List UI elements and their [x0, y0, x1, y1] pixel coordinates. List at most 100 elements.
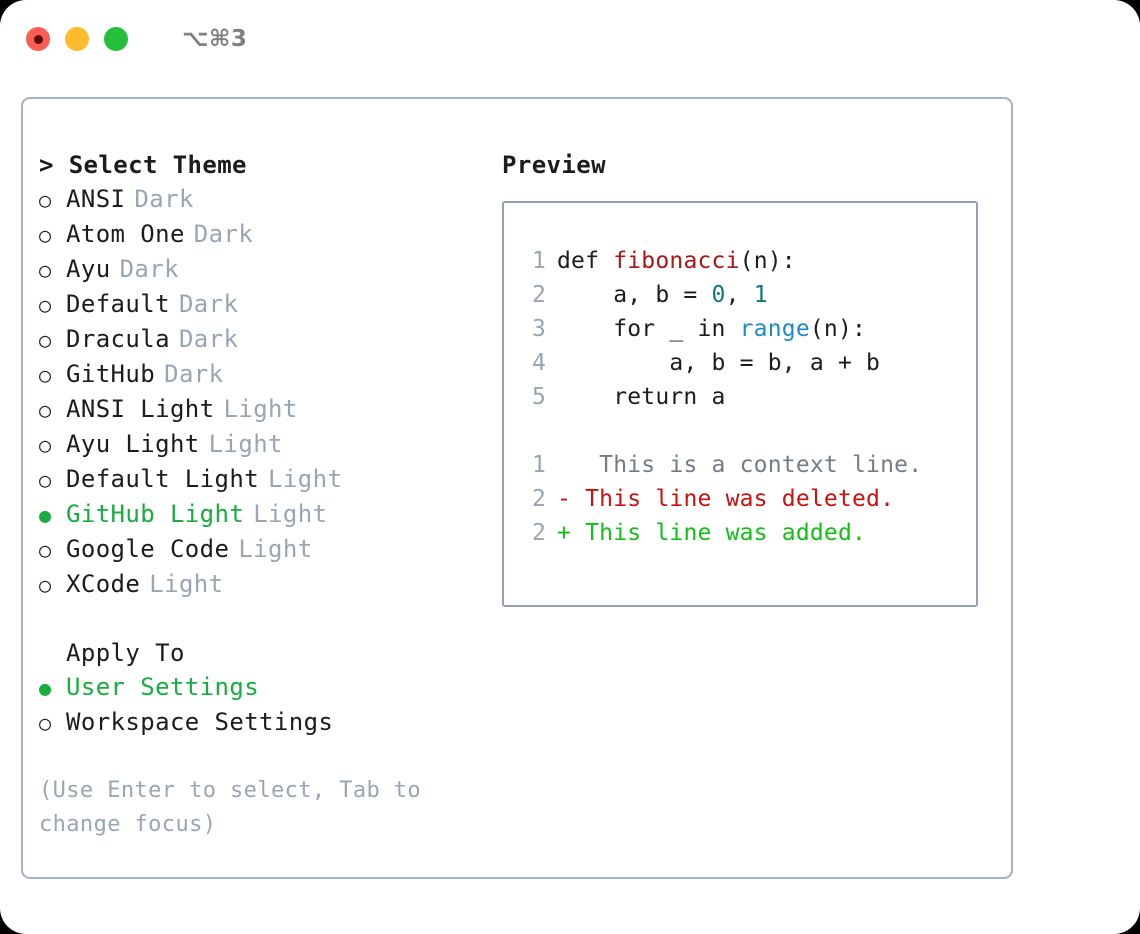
code-token: (n): [739, 248, 796, 274]
theme-option-label: Ayu [66, 255, 111, 283]
diff-marker: - [557, 486, 572, 512]
diff-sample: 1 This is a context line.2- This line wa… [520, 448, 976, 550]
diff-text: This is a context line. [571, 452, 923, 478]
radio-unselected-icon: ○ [39, 538, 52, 562]
diff-line-add: 2 + This line was added. [520, 516, 976, 550]
code-diff-spacer [520, 414, 976, 448]
theme-option-label: XCode [66, 570, 141, 598]
theme-option-xcode[interactable]: ○ XCode Light [39, 567, 499, 602]
line-number: 4 [531, 350, 546, 376]
line-number: 2 [531, 486, 546, 512]
diff-line-ctx: 1 This is a context line. [520, 448, 976, 482]
radio-unselected-icon: ○ [39, 328, 52, 352]
diff-marker [557, 448, 571, 482]
theme-option-atom-one[interactable]: ○ Atom One Dark [39, 217, 499, 252]
minimize-window-icon[interactable] [65, 27, 89, 51]
theme-option-variant-badge: Light [238, 535, 313, 563]
theme-option-label: ANSI Light [66, 395, 215, 423]
line-number: 2 [531, 520, 546, 546]
radio-unselected-icon: ○ [39, 398, 52, 422]
theme-option-ayu-light[interactable]: ○ Ayu Light Light [39, 427, 499, 462]
radio-unselected-icon: ○ [39, 468, 52, 492]
close-window-icon[interactable] [26, 27, 50, 51]
keyboard-shortcut-label: ⌥⌘3 [182, 26, 248, 52]
apply-to-option-user-settings[interactable]: ●User Settings [39, 670, 499, 705]
theme-option-label: Dracula [66, 325, 170, 353]
maximize-window-icon[interactable] [104, 27, 128, 51]
theme-option-github-light[interactable]: ● GitHub Light Light [39, 497, 499, 532]
theme-option-label: ANSI [66, 185, 126, 213]
window-controls [26, 27, 128, 51]
radio-unselected-icon: ○ [39, 223, 52, 247]
radio-unselected-icon: ○ [39, 573, 52, 597]
apply-to-heading: Apply To [66, 639, 185, 667]
radio-unselected-icon: ○ [39, 188, 52, 212]
radio-selected-icon: ● [39, 503, 52, 527]
diff-line-del: 2- This line was deleted. [520, 482, 976, 516]
theme-option-variant-badge: Dark [193, 220, 254, 248]
line-number: 5 [531, 384, 546, 410]
code-token: range [739, 316, 810, 342]
code-token: 0 [711, 282, 726, 308]
apply-to-option-list[interactable]: ●User Settings○Workspace Settings [39, 670, 499, 740]
theme-option-label: GitHub [66, 360, 156, 388]
radio-selected-icon: ● [39, 676, 52, 700]
theme-option-google-code[interactable]: ○ Google Code Light [39, 532, 499, 567]
select-theme-heading: > Select Theme [39, 151, 247, 179]
theme-option-variant-badge: Dark [178, 325, 239, 353]
code-line: 5 return a [520, 380, 976, 414]
radio-unselected-icon: ○ [39, 363, 52, 387]
line-number: 2 [531, 282, 546, 308]
title-bar: ⌥⌘3 [0, 0, 1140, 78]
keyboard-hint-text: (Use Enter to select, Tab to change focu… [39, 778, 422, 837]
code-line: 2 a, b = 0, 1 [520, 278, 976, 312]
theme-option-label: Google Code [66, 535, 230, 563]
theme-option-label: Default Light [66, 465, 260, 493]
line-number: 3 [531, 316, 546, 342]
apply-to-option-label: Workspace Settings [66, 708, 334, 736]
theme-option-default-light[interactable]: ○ Default Light Light [39, 462, 499, 497]
theme-option-variant-badge: Light [149, 570, 224, 598]
code-token: return a [557, 384, 726, 410]
theme-option-variant-badge: Dark [119, 255, 179, 283]
code-token: def [557, 248, 614, 274]
theme-option-variant-badge: Light [223, 395, 298, 423]
code-token: a, b = [557, 282, 712, 308]
code-line: 4 a, b = b, a + b [520, 346, 976, 380]
theme-option-variant-badge: Dark [164, 360, 224, 388]
code-line: 3 for _ in range(n): [520, 312, 976, 346]
code-token: , [725, 282, 754, 308]
theme-option-variant-badge: Light [208, 430, 283, 458]
code-token: 1 [753, 282, 768, 308]
theme-option-label: GitHub Light [66, 500, 245, 528]
code-token: (n): [809, 316, 867, 342]
theme-option-label: Default [66, 290, 170, 318]
theme-option-github[interactable]: ○ GitHub Dark [39, 357, 499, 392]
radio-unselected-icon: ○ [39, 433, 52, 457]
theme-option-variant-badge: Light [268, 465, 343, 493]
theme-option-variant-badge: Light [253, 500, 328, 528]
apply-to-option-workspace-settings[interactable]: ○Workspace Settings [39, 705, 499, 740]
theme-option-dracula[interactable]: ○ Dracula Dark [39, 322, 499, 357]
theme-option-label: Atom One [66, 220, 185, 248]
theme-option-label: Ayu Light [66, 430, 200, 458]
diff-marker: + [557, 520, 572, 546]
theme-option-ansi-light[interactable]: ○ ANSI Light Light [39, 392, 499, 427]
apply-to-section: Apply To ●User Settings○Workspace Settin… [39, 636, 499, 740]
diff-text: This line was added. [571, 520, 867, 546]
theme-option-variant-badge: Dark [178, 290, 239, 318]
diff-text: This line was deleted. [571, 486, 895, 512]
code-token: fibonacci [613, 248, 740, 274]
code-token: for _ in [557, 316, 740, 342]
